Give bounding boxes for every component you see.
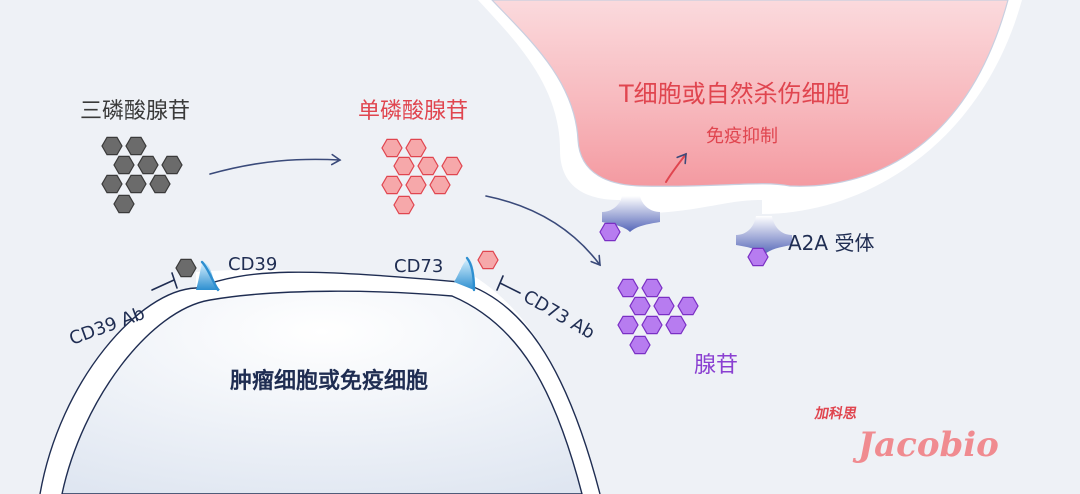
cd73-enzyme xyxy=(454,258,474,290)
cd73-label: CD73 xyxy=(394,256,443,277)
adenosine-on-receptor-right xyxy=(747,247,769,267)
arrow-immune-suppression xyxy=(665,152,687,183)
cd73-ab-inhibition xyxy=(496,275,521,294)
cd73-enzyme-edge xyxy=(465,256,476,292)
amp-hex-cluster xyxy=(381,138,463,215)
logo-cn-text: 加科思 xyxy=(813,405,859,422)
a2a-receptor-right xyxy=(736,216,792,255)
atp-label: 三磷酸腺苷 xyxy=(80,99,190,124)
atp-molecule-on-cd39 xyxy=(175,258,197,278)
tumor-cell-membrane-line xyxy=(39,271,601,494)
adenosine-on-receptor-left xyxy=(599,222,621,242)
cd39-ab-inhibition xyxy=(151,272,178,291)
cd39-label: CD39 xyxy=(228,254,277,275)
tumor-cell-body xyxy=(61,290,583,494)
a2a-receptor-left xyxy=(602,196,660,232)
jacobio-logo: 加科思 Jacobio xyxy=(813,405,999,465)
amp-label: 单磷酸腺苷 xyxy=(358,99,468,124)
adenosine-label: 腺苷 xyxy=(694,353,738,378)
tumor-cell-label: 肿瘤细胞或免疫细胞 xyxy=(230,368,428,394)
t-cell-body xyxy=(491,0,1009,187)
cd39-enzyme-edge xyxy=(200,260,220,292)
atp-hex-cluster xyxy=(101,136,183,214)
t-cell-label: T细胞或自然杀伤细胞 xyxy=(618,80,850,108)
immune-suppression-label: 免疫抑制 xyxy=(706,126,778,147)
amp-molecule-on-cd73 xyxy=(477,250,499,270)
arrow-atp-to-amp xyxy=(209,153,342,175)
arrow-amp-to-adenosine xyxy=(485,195,601,267)
logo-en-text: Jacobio xyxy=(852,425,999,465)
adenosine-hex-cluster xyxy=(617,278,699,355)
a2a-receptor-label: A2A 受体 xyxy=(788,231,874,255)
